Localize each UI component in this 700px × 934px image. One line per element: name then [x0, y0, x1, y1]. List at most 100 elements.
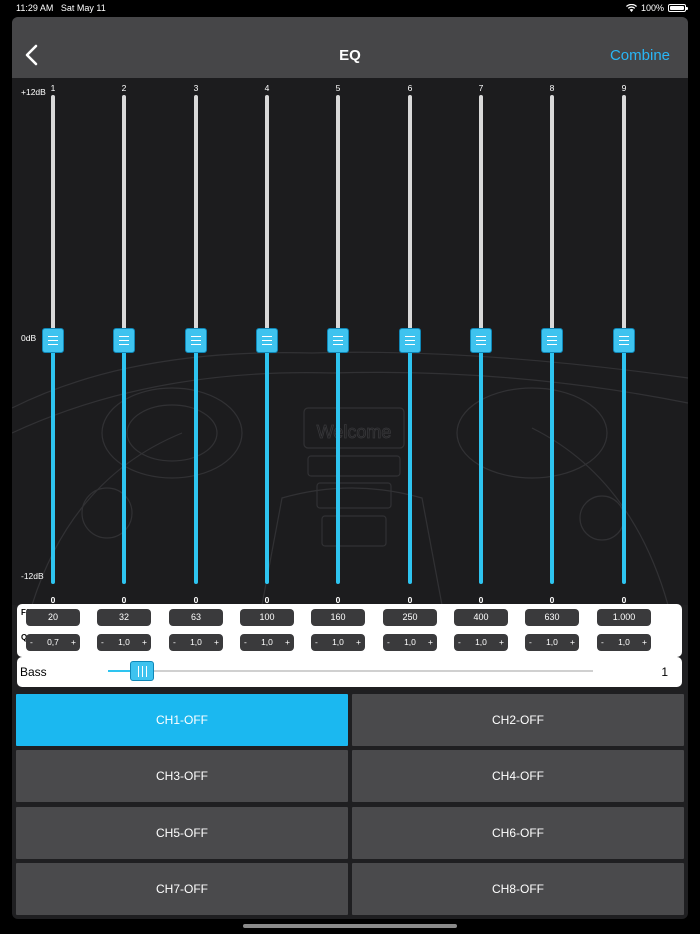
q-decrement-button[interactable]: - [458, 637, 461, 647]
band-gain-value: 0 [50, 595, 56, 605]
q-value[interactable]: 1,0 [261, 637, 273, 647]
q-increment-button[interactable]: + [71, 637, 76, 647]
band-track-lower [622, 339, 626, 584]
channel-button-8[interactable]: CH8-OFF [352, 863, 684, 915]
q-decrement-button[interactable]: - [101, 637, 104, 647]
f0-field-band-5[interactable]: 160 [311, 609, 365, 626]
f0-field-band-4[interactable]: 100 [240, 609, 294, 626]
band-slider-thumb[interactable] [113, 327, 135, 353]
band-slider-thumb[interactable] [541, 327, 563, 353]
q-decrement-button[interactable]: - [244, 637, 247, 647]
channel-button-5[interactable]: CH5-OFF [16, 807, 348, 859]
channel-button-4[interactable]: CH4-OFF [352, 750, 684, 802]
q-increment-button[interactable]: + [499, 637, 504, 647]
q-decrement-button[interactable]: - [387, 637, 390, 647]
q-increment-button[interactable]: + [285, 637, 290, 647]
q-stepper-band-8: 1,0 - + [525, 634, 579, 651]
band-track-upper [194, 95, 198, 340]
q-value[interactable]: 1,0 [190, 637, 202, 647]
car-dashboard-illustration: Welcome [12, 351, 688, 605]
status-bar: 11:29 AM Sat May 11 100% [0, 0, 700, 16]
q-value[interactable]: 1,0 [404, 637, 416, 647]
q-value[interactable]: 1,0 [546, 637, 558, 647]
q-stepper-band-3: 1,0 - + [169, 634, 223, 651]
band-number: 4 [264, 83, 270, 93]
q-value[interactable]: 0,7 [47, 637, 59, 647]
band-track-lower [408, 339, 412, 584]
status-time: 11:29 AM Sat May 11 [16, 3, 106, 13]
battery-icon [668, 4, 688, 12]
band-number: 9 [621, 83, 627, 93]
channel-button-7[interactable]: CH7-OFF [16, 863, 348, 915]
q-value[interactable]: 1,0 [618, 637, 630, 647]
q-decrement-button[interactable]: - [30, 637, 33, 647]
band-slider-thumb[interactable] [327, 327, 349, 353]
back-chevron-icon[interactable] [22, 43, 44, 67]
f0-field-band-7[interactable]: 400 [454, 609, 508, 626]
battery-percent: 100% [640, 3, 664, 13]
band-slider-thumb[interactable] [185, 327, 207, 353]
f0-field-band-6[interactable]: 250 [383, 609, 437, 626]
f0-label: F0 [21, 608, 30, 617]
channel-button-3[interactable]: CH3-OFF [16, 750, 348, 802]
combine-button[interactable]: Combine [609, 47, 670, 64]
status-right: 100% [625, 3, 688, 13]
band-gain-value: 0 [121, 595, 127, 605]
bass-slider-thumb[interactable] [129, 661, 154, 681]
f0-field-band-2[interactable]: 32 [97, 609, 151, 626]
q-decrement-button[interactable]: - [315, 637, 318, 647]
f0-field-band-1[interactable]: 20 [26, 609, 80, 626]
channel-button-2[interactable]: CH2-OFF [352, 694, 684, 746]
bass-slider-track[interactable] [108, 670, 593, 672]
bass-control: Bass 1 [17, 657, 682, 687]
band-track-lower [336, 339, 340, 584]
q-increment-button[interactable]: + [428, 637, 433, 647]
band-track-lower [122, 339, 126, 584]
q-decrement-button[interactable]: - [529, 637, 532, 647]
q-increment-button[interactable]: + [356, 637, 361, 647]
f0-field-band-9[interactable]: 1.000 [597, 609, 651, 626]
q-value[interactable]: 1,0 [118, 637, 130, 647]
q-increment-button[interactable]: + [142, 637, 147, 647]
f0-field-band-8[interactable]: 630 [525, 609, 579, 626]
channel-button-6[interactable]: CH6-OFF [352, 807, 684, 859]
band-track-lower [51, 339, 55, 584]
home-indicator [243, 924, 457, 928]
band-track-upper [479, 95, 483, 340]
channel-button-1[interactable]: CH1-OFF [16, 694, 348, 746]
band-gain-value: 0 [621, 595, 627, 605]
welcome-text: Welcome [317, 422, 392, 442]
q-decrement-button[interactable]: - [173, 637, 176, 647]
band-slider-thumb[interactable] [470, 327, 492, 353]
band-number: 3 [193, 83, 199, 93]
q-stepper-band-6: 1,0 - + [383, 634, 437, 651]
band-slider-thumb[interactable] [256, 327, 278, 353]
band-slider-thumb[interactable] [42, 327, 64, 353]
band-number: 6 [407, 83, 413, 93]
band-track-upper [265, 95, 269, 340]
band-slider-thumb[interactable] [613, 327, 635, 353]
q-increment-button[interactable]: + [214, 637, 219, 647]
q-value[interactable]: 1,0 [332, 637, 344, 647]
band-slider-thumb[interactable] [399, 327, 421, 353]
band-track-lower [194, 339, 198, 584]
band-track-lower [479, 339, 483, 584]
f0-field-band-3[interactable]: 63 [169, 609, 223, 626]
q-value[interactable]: 1,0 [475, 637, 487, 647]
q-increment-button[interactable]: + [570, 637, 575, 647]
bass-label: Bass [20, 665, 47, 679]
q-stepper-band-7: 1,0 - + [454, 634, 508, 651]
q-decrement-button[interactable]: - [601, 637, 604, 647]
q-increment-button[interactable]: + [642, 637, 647, 647]
band-gain-value: 0 [407, 595, 413, 605]
